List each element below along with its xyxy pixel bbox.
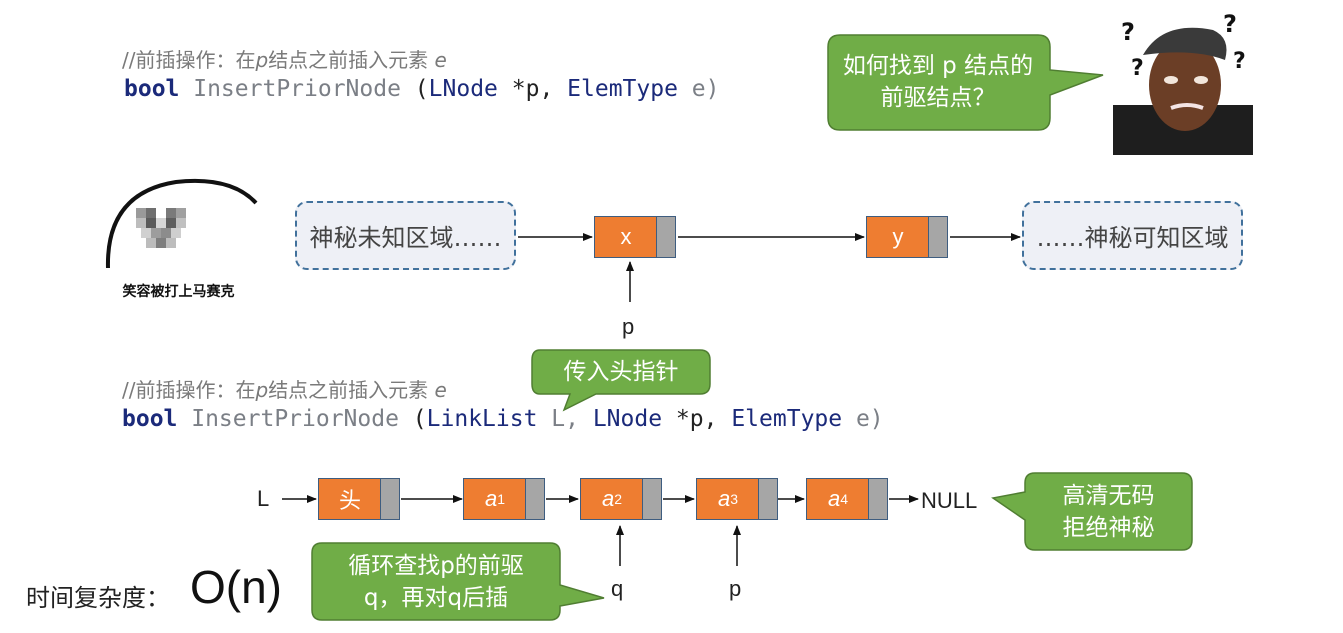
complexity-label: 时间复杂度： [26,584,170,612]
svg-text:?: ? [1233,49,1246,74]
right-cloud: ……神秘可知区域 [1022,201,1243,270]
pointer-p2-label: p [729,576,742,601]
pointer-q-label: q [611,576,624,601]
left-cloud: 神秘未知区域…… [295,201,516,270]
node-x-value: x [620,224,632,249]
node-a2-pointer-cell [642,479,661,519]
svg-text:?: ? [1121,18,1135,46]
node-y-pointer-cell [928,217,947,257]
head-bubble [531,349,711,412]
node-head-value: 头 [338,488,361,513]
question-bubble [827,34,1104,131]
hd-bubble-text: 高清无码 拒绝神秘 [1025,473,1192,550]
complexity-value: O(n) [190,561,282,613]
confused-person-icon: ? ? ? ? [1113,10,1253,155]
loop-bubble-text: 循环查找p的前驱 q，再对q后插 [312,543,560,620]
node-x-pointer-cell [656,217,675,257]
question-bubble-text: 如何找到 p 结点的前驱结点？ [842,53,1034,111]
svg-text:?: ? [1131,56,1144,81]
loop-bubble-line2: q，再对q后插 [363,584,509,611]
loop-bubble [311,542,605,621]
node-head: 头 [318,478,400,520]
code2-comment: //前插操作：在p结点之前插入元素 e [122,378,447,402]
head-bubble-text: 传入头指针 [563,359,679,385]
L-label: L [257,486,270,511]
node-y-value: y [892,224,904,249]
hd-bubble [991,472,1193,551]
node-x: x [594,216,676,258]
svg-text:?: ? [1223,10,1237,38]
confused-person-photo: ? ? ? ? [1113,10,1253,155]
node-y: y [866,216,948,258]
loop-bubble-line1: 循环查找p的前驱 [348,552,524,579]
hd-bubble-line1: 高清无码 [1062,482,1155,509]
null-label: NULL [921,488,978,513]
hd-bubble-line2: 拒绝神秘 [1062,514,1155,541]
node-a1-pointer-cell [525,479,544,519]
node-head-pointer-cell [380,479,399,519]
meme-image: 笑容被打上马赛克 [96,168,261,303]
code1-comment: //前插操作：在p结点之前插入元素 e [122,48,447,72]
meme-label: 笑容被打上马赛克 [122,284,235,300]
node-a4-pointer-cell [868,479,887,519]
pixelated-face-icon [105,178,258,269]
node-a3-pointer-cell [758,479,777,519]
pointer-p-label: p [622,314,635,339]
code1-signature: bool InsertPriorNode (LNode *p, ElemType… [124,76,720,102]
code2-signature: bool InsertPriorNode (LinkList L, LNode … [122,406,884,432]
